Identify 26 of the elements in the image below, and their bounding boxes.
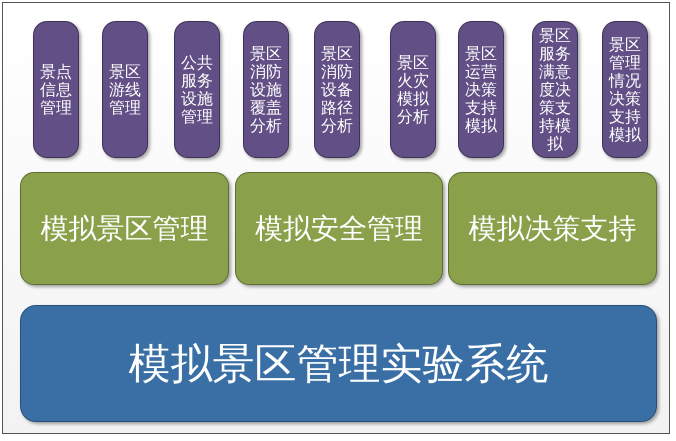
box-label: 景点信息管理 [39,62,73,116]
box-label: 公共服务设施管理 [180,54,214,126]
category-box [235,172,443,285]
module-box [102,21,148,158]
module-box [174,21,220,158]
module-box [602,21,648,158]
box-label: 模拟决策支持 [468,210,636,246]
box-label: 景区游线管理 [108,62,142,116]
box-label: 景区火灾模拟分析 [396,54,430,126]
category-box [448,172,657,285]
module-box [390,21,436,158]
module-box [458,21,504,158]
box-label: 景区运营决策支持模拟 [464,44,498,134]
category-box [20,172,229,285]
module-box [243,21,289,158]
box-label: 景区管理情况决策支持模拟 [608,36,642,144]
module-box [532,21,578,158]
box-label: 景区消防设备路径分析 [320,44,354,134]
module-box [33,21,79,158]
box-label: 景区服务满意度决策支持模拟 [538,26,572,152]
box-label: 模拟景区管理 [40,210,208,246]
module-box [314,21,360,158]
box-label: 模拟景区管理实验系统 [128,338,548,390]
box-label: 景区消防设施覆盖分析 [249,44,283,134]
box-label: 模拟安全管理 [255,210,423,246]
system-box [20,305,657,422]
